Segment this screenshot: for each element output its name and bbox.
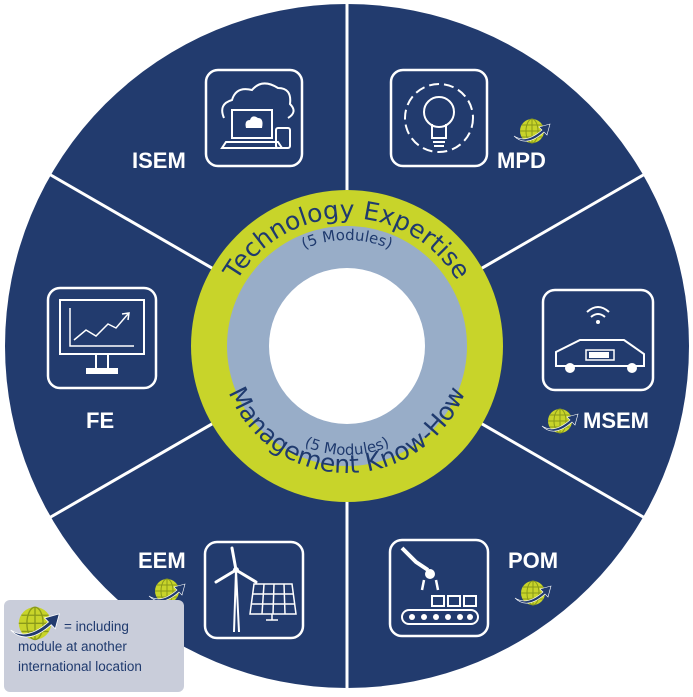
segment-fe: FE [46, 286, 158, 433]
legend-line-2: module at another [18, 639, 127, 654]
fe-label: FE [86, 408, 114, 433]
legend-box: = including module at another internatio… [4, 600, 184, 692]
monitor-chart-icon [46, 286, 158, 390]
lightbulb-gear-icon [389, 68, 489, 168]
pom-label: POM [508, 548, 558, 573]
segment-pom: POM [388, 538, 558, 638]
cloud-laptop-icon [204, 68, 304, 168]
segment-dividers [48, 2, 646, 690]
center-hole [269, 268, 425, 424]
isem-label: ISEM [132, 148, 186, 173]
wind-solar-icon [203, 540, 305, 640]
msem-label: MSEM [583, 408, 649, 433]
segment-eem: EEM [138, 540, 305, 640]
mpd-label: MPD [497, 148, 546, 173]
legend-line-1: = including [64, 619, 129, 634]
legend-line-3: international location [18, 659, 142, 674]
robot-arm-conveyor-icon [388, 538, 490, 638]
electric-car-icon [541, 288, 655, 392]
eem-label: EEM [138, 548, 186, 573]
segment-mpd: MPD [389, 68, 551, 173]
segment-isem: ISEM [132, 68, 304, 173]
segment-msem: MSEM [541, 288, 655, 434]
globe-arrow-icon [10, 606, 60, 641]
